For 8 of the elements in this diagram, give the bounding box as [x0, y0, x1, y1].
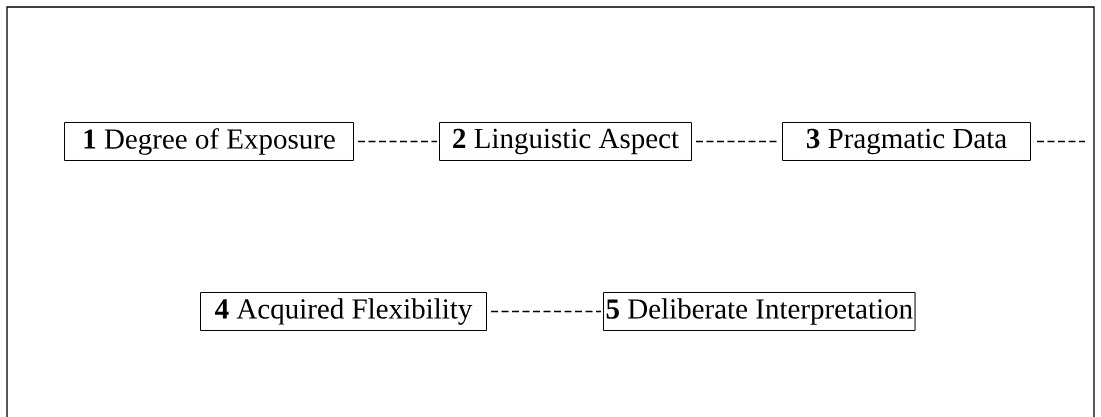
- dashed-connector: [490, 310, 602, 313]
- dashed-connector: [357, 140, 438, 143]
- concept-box: 3 Pragmatic Data: [782, 122, 1031, 161]
- concept-box: 4 Acquired Flexibility: [200, 292, 487, 331]
- dashed-connector: [1036, 140, 1086, 143]
- concept-box: 2 Linguistic Aspect: [439, 122, 692, 161]
- concept-box: 1 Degree of Exposure: [64, 122, 354, 161]
- concept-box: 5 Deliberate Interpretation: [603, 292, 916, 331]
